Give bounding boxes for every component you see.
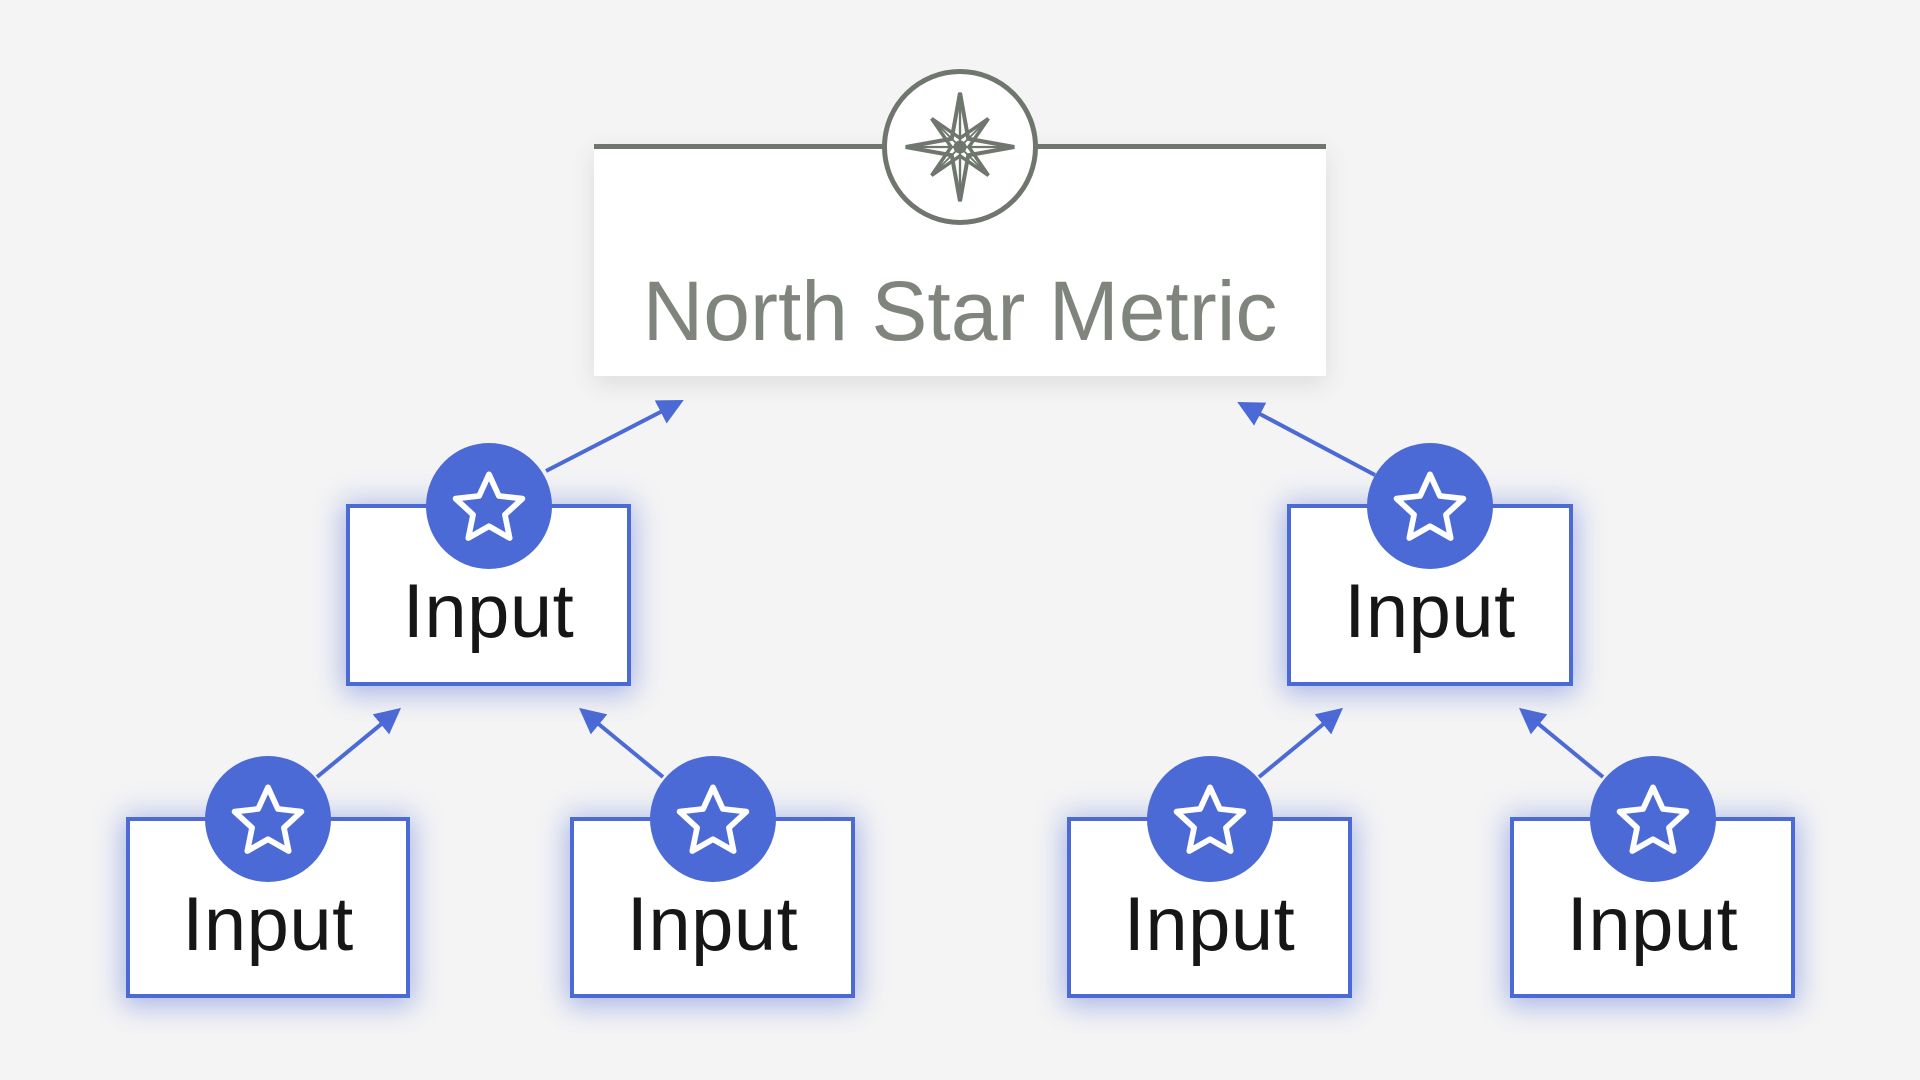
arrow-input3-to-right-input <box>1257 707 1344 779</box>
star-icon <box>1589 756 1716 882</box>
star-icon <box>1367 443 1493 569</box>
arrow-input1-to-left-input <box>315 707 402 779</box>
arrow-left-input-to-north-star <box>545 400 684 473</box>
arrow-right-input-to-north-star <box>1237 401 1376 477</box>
star-icon <box>425 443 552 569</box>
north-star-metric-node: North Star Metric <box>594 69 1326 376</box>
input-node-level2-left: Input <box>346 443 631 686</box>
input-node-level3-2: Input <box>570 756 855 998</box>
input-node-level2-right: Input <box>1287 443 1573 686</box>
star-icon <box>1146 756 1273 882</box>
input-node-level3-1: Input <box>126 756 410 998</box>
input-node-label: Input <box>1566 881 1739 967</box>
input-node-label: Input <box>402 569 575 654</box>
input-node-label: Input <box>626 881 799 967</box>
arrow-input4-to-right-input <box>1518 707 1605 779</box>
star-icon <box>205 756 331 882</box>
input-node-level3-4: Input <box>1510 756 1795 998</box>
star-icon <box>649 756 776 882</box>
compass-rose-icon <box>882 69 1038 225</box>
input-node-label: Input <box>1344 569 1516 654</box>
arrow-input2-to-left-input <box>578 707 665 779</box>
input-node-label: Input <box>182 881 354 967</box>
input-node-label: Input <box>1123 881 1296 967</box>
north-star-metric-label: North Star Metric <box>642 263 1278 358</box>
input-node-level3-3: Input <box>1067 756 1352 998</box>
